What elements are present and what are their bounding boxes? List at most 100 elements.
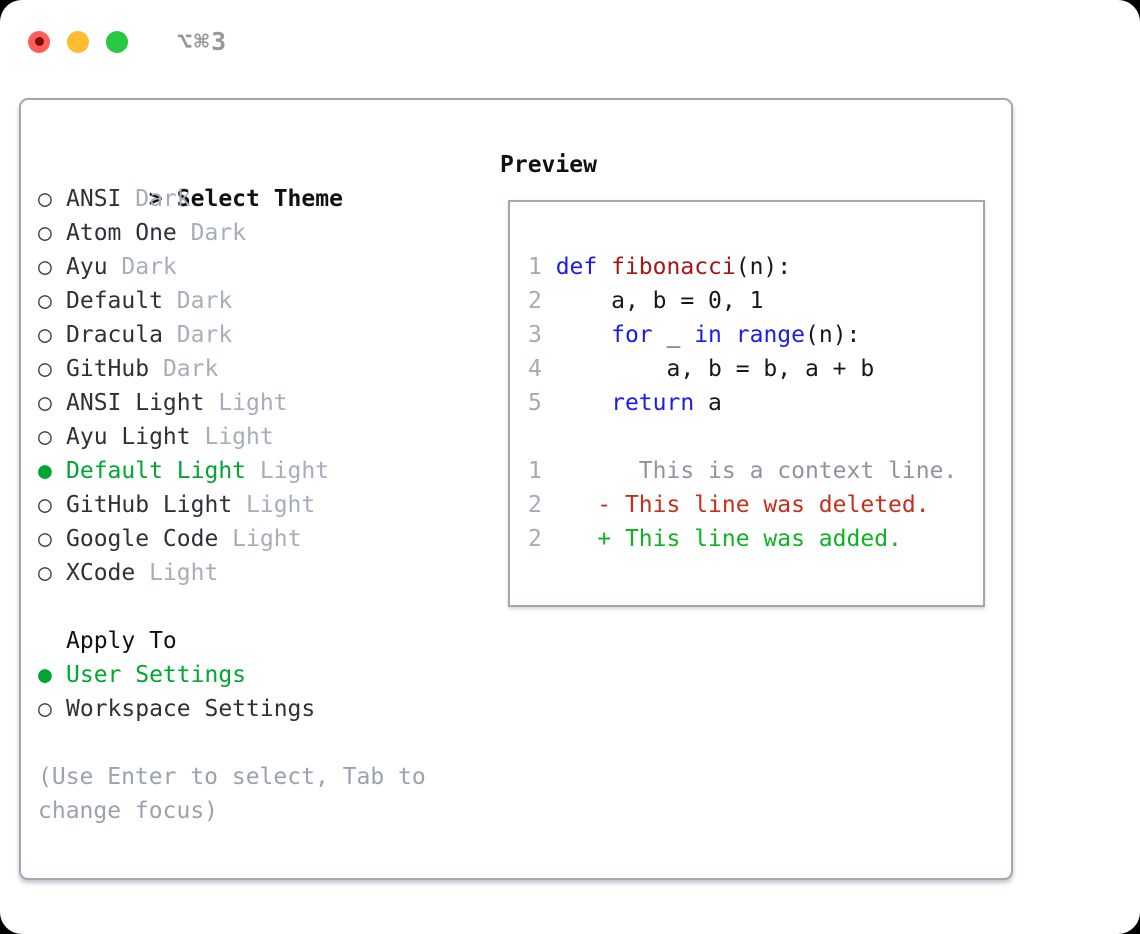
preview-header: Preview — [500, 152, 597, 178]
titlebar: ⌥⌘3 — [28, 27, 228, 56]
radio-unselected-icon: ○ — [38, 560, 52, 586]
window-title: ⌥⌘3 — [177, 27, 229, 56]
left-column: >Select Theme ○ANSI Dark○Atom One Dark○A… — [38, 148, 498, 828]
code-segment: a, b = b, a + b — [555, 356, 875, 382]
theme-option-name: ANSI Light — [66, 390, 205, 416]
code-segment: - This line was deleted. — [555, 492, 930, 518]
apply-option[interactable]: ● User Settings — [38, 658, 498, 692]
code-segment: def — [555, 254, 598, 280]
zoom-button[interactable] — [106, 30, 128, 53]
code-segment: fibonacci — [611, 254, 736, 280]
radio-unselected-icon: ○ — [38, 696, 52, 722]
theme-option-variant: Light — [246, 458, 330, 484]
code-line: 3 for _ in range(n): — [528, 318, 957, 352]
theme-option-variant: Dark — [162, 322, 233, 348]
line-number: 2 — [528, 492, 556, 518]
line-number: 1 — [528, 254, 556, 280]
theme-option-name: Default Light — [66, 458, 247, 484]
code-segment: This is a context line. — [555, 458, 958, 484]
line-number: 2 — [528, 288, 556, 314]
code-segment — [556, 322, 611, 348]
theme-option[interactable]: ○GitHub Light Light — [38, 488, 498, 522]
theme-list: ○ANSI Dark○Atom One Dark○Ayu Dark○Defaul… — [38, 182, 498, 590]
theme-option[interactable]: ○ Dracula Dark — [38, 318, 498, 352]
theme-option[interactable]: ○Ayu Light Light — [38, 420, 498, 454]
theme-option-name: GitHub Light — [66, 492, 233, 518]
theme-option-variant: Light — [232, 492, 316, 518]
line-number — [528, 424, 542, 450]
code-segment — [556, 390, 611, 416]
spacer — [38, 726, 498, 760]
theme-option[interactable]: ○Atom One Dark — [38, 216, 498, 250]
code-line: 2 a, b = 0, 1 — [528, 284, 957, 318]
code-segment: for — [611, 322, 653, 348]
apply-option-label: User Settings — [66, 662, 247, 688]
theme-option-variant: Light — [135, 560, 219, 586]
theme-option[interactable]: ○Default Dark — [38, 284, 498, 318]
theme-option-name: Atom One — [66, 220, 177, 246]
theme-option[interactable]: ○ XCode Light — [38, 556, 498, 590]
apply-to-header: Apply To — [66, 628, 177, 654]
apply-option[interactable]: ○ Workspace Settings — [38, 692, 498, 726]
theme-option[interactable]: ○ Ayu Dark — [38, 250, 498, 284]
select-theme-header: Select Theme — [176, 186, 343, 212]
code-line: 2 - This line was deleted. — [528, 488, 957, 522]
code-segment: (n): — [805, 322, 861, 348]
line-number: 4 — [528, 356, 556, 382]
code-segment: range — [735, 322, 805, 348]
theme-option[interactable]: ○Google Code Light — [38, 522, 498, 556]
code-segment: in — [694, 322, 722, 348]
code-line — [528, 420, 957, 454]
theme-option-variant: Light — [204, 390, 288, 416]
theme-option-name: Dracula — [66, 322, 163, 348]
close-dot-icon — [34, 37, 44, 46]
radio-unselected-icon: ○ — [38, 526, 52, 552]
code-line: 1 def fibonacci(n): — [528, 250, 957, 284]
radio-unselected-icon: ○ — [38, 390, 52, 416]
radio-selected-icon: ● — [38, 662, 52, 688]
theme-option-variant: Light — [218, 526, 302, 552]
close-button[interactable] — [28, 30, 50, 53]
code-segment: a — [694, 390, 722, 416]
radio-unselected-icon: ○ — [38, 322, 52, 348]
hint-line-2: change focus) — [38, 798, 219, 824]
theme-option-name: GitHub — [66, 356, 150, 382]
theme-option-variant: Dark — [162, 288, 233, 314]
spacer — [38, 590, 498, 624]
code-line: 4 a, b = b, a + b — [528, 352, 957, 386]
select-theme-header-row: > Select Theme — [38, 148, 498, 212]
code-segment: return — [611, 390, 695, 416]
apply-to-list: ● User Settings ○ Workspace Settings — [38, 658, 498, 726]
radio-unselected-icon: ○ — [38, 220, 52, 246]
radio-unselected-icon: ○ — [38, 424, 52, 450]
theme-option[interactable]: ○ ANSI Light Light — [38, 386, 498, 420]
theme-option-variant: Dark — [121, 186, 191, 212]
theme-option[interactable]: ○GitHub Dark — [38, 352, 498, 386]
theme-option-variant: Dark — [149, 356, 219, 382]
apply-option-label: Workspace Settings — [66, 696, 316, 722]
code-segment: a, b = 0, 1 — [555, 288, 764, 314]
code-segment: _ — [652, 322, 695, 348]
theme-option-name: ANSI — [66, 186, 122, 212]
radio-selected-icon: ● — [38, 458, 52, 484]
code-segment: (n): — [735, 254, 792, 280]
theme-option[interactable]: ● Default Light Light — [38, 454, 498, 488]
code-line: 2 + This line was added. — [528, 522, 957, 556]
focus-cursor-icon: > — [148, 186, 163, 212]
theme-option-variant: Dark — [107, 254, 177, 280]
line-number: 2 — [528, 526, 556, 552]
theme-option-name: XCode — [66, 560, 136, 586]
hint-line-1: (Use Enter to select, Tab to — [38, 764, 426, 790]
minimize-button[interactable] — [67, 30, 89, 53]
theme-option-variant: Light — [190, 424, 274, 450]
line-number: 5 — [528, 390, 556, 416]
line-number: 3 — [528, 322, 556, 348]
radio-unselected-icon: ○ — [38, 254, 52, 280]
theme-option[interactable]: ○ANSI Dark — [38, 182, 498, 216]
line-number: 1 — [528, 458, 556, 484]
theme-option-name: Ayu — [66, 254, 108, 280]
code-segment: + This line was added. — [555, 526, 902, 552]
